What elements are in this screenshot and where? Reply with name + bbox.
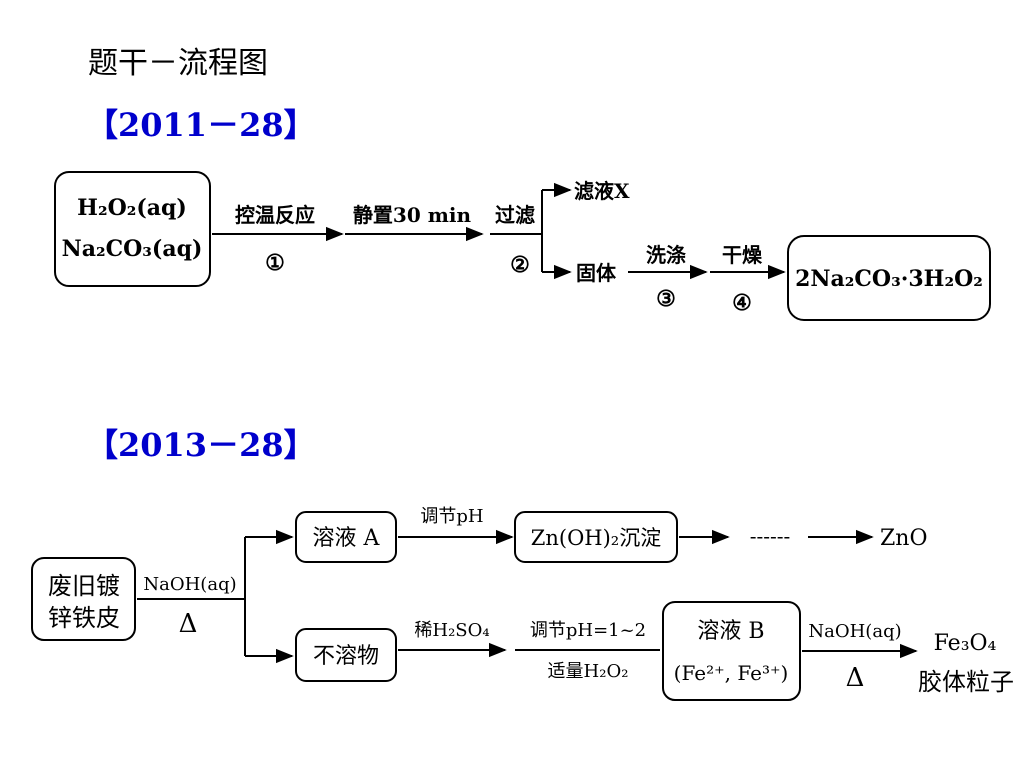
filtrate-label: 滤液X bbox=[574, 179, 630, 203]
stand-label: 静置30 min bbox=[353, 203, 472, 227]
insoluble-box bbox=[295, 628, 397, 682]
step3-num: ③ bbox=[656, 286, 676, 312]
colloid-label: 胶体粒子 bbox=[918, 668, 1014, 696]
heat-label: Δ bbox=[179, 609, 198, 639]
dilute-acid-label: 稀H₂SO₄ bbox=[414, 620, 489, 641]
start-box-line1-2013: 废旧镀 bbox=[48, 572, 120, 600]
solution-b-line2: (Fe²⁺, Fe³⁺) bbox=[674, 661, 789, 685]
adjust-ph-label: 调节pH bbox=[420, 506, 483, 527]
flowchart-2013: 废旧镀 锌铁皮 NaOH(aq) Δ 溶液 A 调节pH Zn(OH)₂沉淀 -… bbox=[31, 506, 1014, 701]
step4-num: ④ bbox=[732, 290, 752, 316]
solution-b-box bbox=[662, 601, 801, 701]
solution-a-box bbox=[295, 511, 397, 563]
dashes-label: ------ bbox=[750, 524, 791, 548]
step1-label: 控温反应 bbox=[235, 203, 315, 227]
zno-label: ZnO bbox=[880, 526, 928, 551]
solution-b-line1: 溶液 B bbox=[697, 619, 764, 644]
insoluble-label: 不溶物 bbox=[313, 644, 379, 669]
start-box-line2: Na₂CO₃(aq) bbox=[62, 236, 203, 262]
zn-precip-label: Zn(OH)₂沉淀 bbox=[531, 526, 661, 550]
product-box-2011 bbox=[787, 235, 991, 321]
solution-a-label: 溶液 A bbox=[313, 526, 381, 551]
naoh2-label: NaOH(aq) bbox=[808, 621, 901, 642]
step2-label: 过滤 bbox=[495, 203, 535, 227]
fe3o4-label: Fe₃O₄ bbox=[934, 631, 997, 656]
slide-title: 题干－流程图 bbox=[88, 46, 268, 81]
step1-num: ① bbox=[265, 250, 285, 276]
step2-num: ② bbox=[510, 252, 530, 278]
heat2-label: Δ bbox=[846, 663, 865, 693]
product-label-2011: 2Na₂CO₃·3H₂O₂ bbox=[795, 266, 983, 292]
start-box-line2-2013: 锌铁皮 bbox=[48, 604, 120, 632]
flowchart-2011: H₂O₂(aq) Na₂CO₃(aq) 控温反应 ① 静置30 min 过滤 ②… bbox=[54, 171, 991, 321]
step4-label: 干燥 bbox=[722, 243, 763, 267]
section-label-2011: 【2011－28】 bbox=[86, 106, 316, 144]
solid-label: 固体 bbox=[576, 261, 617, 285]
start-box-line1: H₂O₂(aq) bbox=[77, 195, 187, 221]
start-box-2013 bbox=[31, 557, 136, 641]
naoh-label: NaOH(aq) bbox=[143, 574, 236, 595]
start-box-2011 bbox=[54, 171, 211, 287]
step3-label: 洗涤 bbox=[646, 243, 686, 267]
section-label-2013: 【2013－28】 bbox=[86, 426, 316, 464]
zn-precip-box bbox=[514, 511, 678, 563]
adjust-ph2-top: 调节pH=1~2 bbox=[530, 620, 646, 641]
adjust-ph2-bottom: 适量H₂O₂ bbox=[548, 661, 629, 682]
